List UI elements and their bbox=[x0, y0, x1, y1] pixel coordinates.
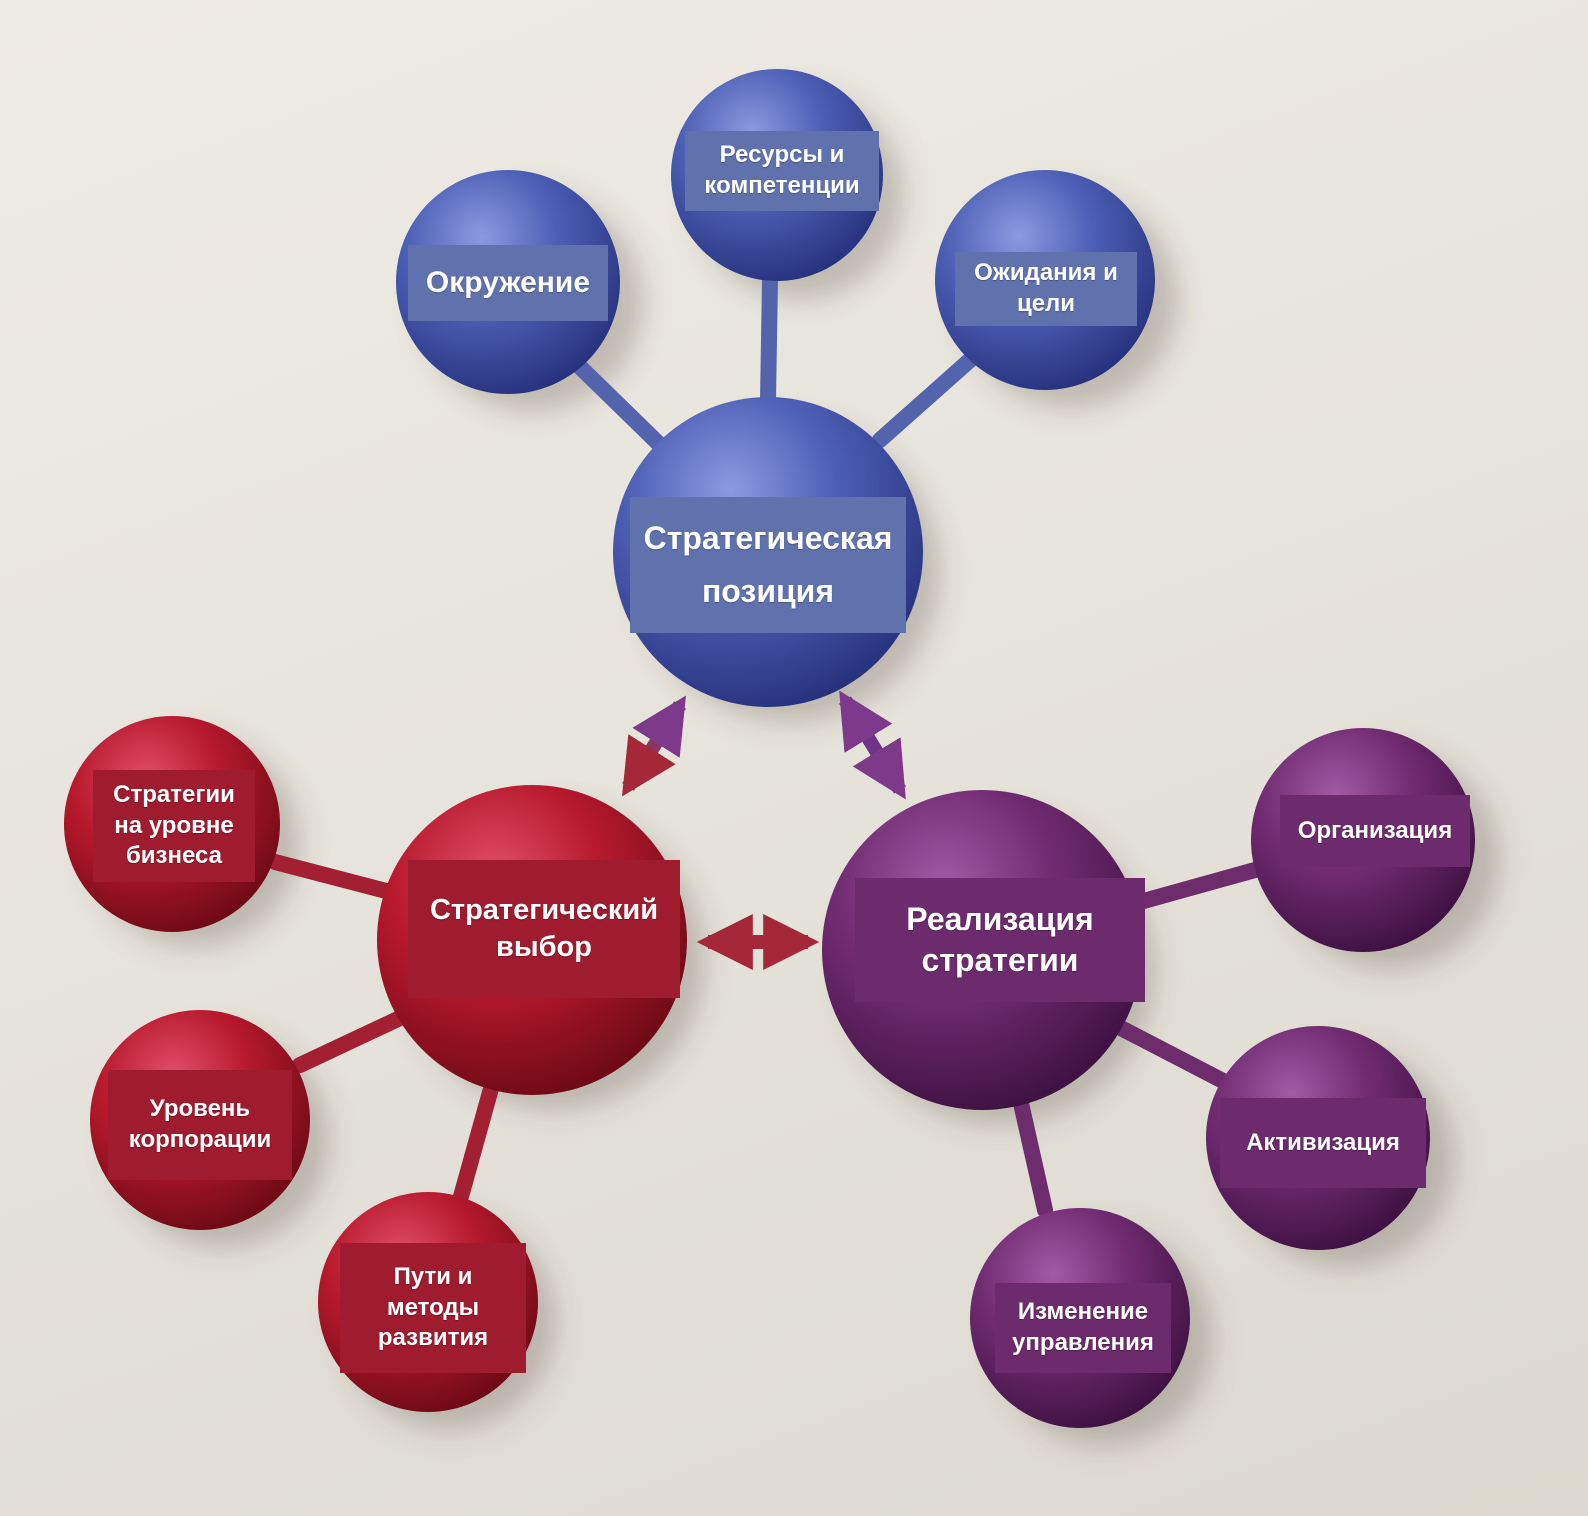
hub-choice-label: Стратегический выбор bbox=[408, 860, 680, 998]
satellite-resources-label: Ресурсы и компетенции bbox=[685, 131, 879, 211]
arrow-position-implementation bbox=[839, 690, 906, 800]
satellite-change-management-label: Изменение управления bbox=[995, 1283, 1171, 1373]
connector-expectations bbox=[872, 352, 978, 448]
hub-arrows bbox=[622, 690, 906, 970]
connectors bbox=[267, 272, 1263, 1218]
satellite-enabling-label: Активизация bbox=[1220, 1098, 1426, 1188]
connector-development-methods bbox=[452, 1077, 500, 1208]
connector-corporate-level bbox=[292, 1010, 408, 1073]
satellite-corporate-level-label: Уровень корпорации bbox=[108, 1070, 292, 1180]
satellite-environment-label: Окружение bbox=[408, 245, 608, 321]
satellite-business-level-label: Стратегии на уровне бизнеса bbox=[93, 770, 255, 882]
connector-change-management bbox=[1010, 1082, 1053, 1218]
satellite-development-methods-label: Пути и методы развития bbox=[340, 1243, 526, 1373]
satellite-expectations-label: Ожидания и цели bbox=[955, 252, 1137, 326]
connector-resources bbox=[760, 272, 778, 408]
connector-organization bbox=[1132, 862, 1263, 910]
hub-implementation-label: Реализация стратегии bbox=[855, 878, 1145, 1002]
connector-business-level bbox=[267, 854, 398, 900]
arrow-position-choice bbox=[622, 695, 686, 797]
hub-position-label: Стратегическая позиция bbox=[630, 497, 906, 633]
connector-enabling bbox=[1107, 1017, 1233, 1090]
connector-environment bbox=[570, 357, 668, 453]
satellite-organization-label: Организация bbox=[1280, 795, 1470, 867]
